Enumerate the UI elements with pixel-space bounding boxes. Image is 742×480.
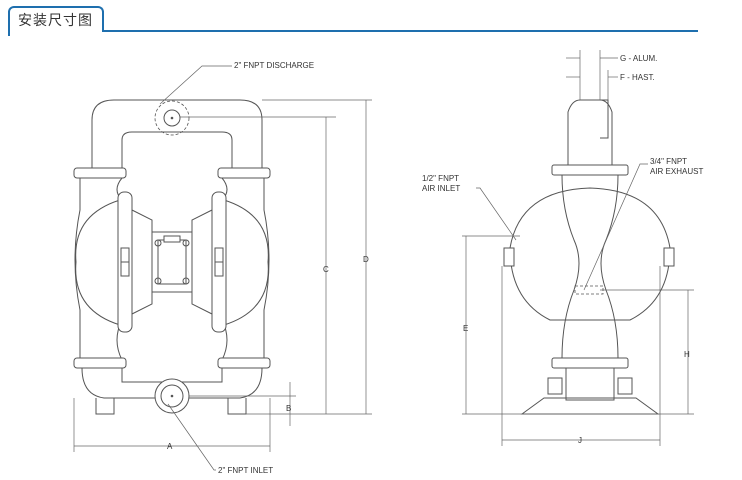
exhaust-port: [574, 285, 604, 295]
bolt: [182, 277, 190, 285]
air-valve-cap: [163, 235, 181, 243]
g-alum-label: G - ALUM.: [620, 54, 657, 63]
side-view: 1/2" FNPT AIR INLET 3/4" FNPT AIR EXHAUS…: [422, 50, 703, 446]
header-stub: [8, 30, 10, 36]
base-left-block: [547, 377, 563, 395]
right-diaphragm-housing: [223, 199, 269, 326]
clamp-lower-left: [73, 357, 127, 369]
base-right-block: [617, 377, 633, 395]
dimension-b-label: B: [286, 404, 291, 413]
ring-bolt-left: [503, 247, 515, 267]
header-rule: [104, 30, 698, 32]
air-exhaust-label-line2: AIR EXHAUST: [650, 167, 703, 176]
air-inlet-label-line1: 1/2" FNPT: [422, 174, 459, 183]
bolt-right: [214, 247, 224, 263]
bolt: [154, 239, 162, 247]
foot-right: [227, 398, 247, 415]
right-inner-cap: [191, 209, 213, 315]
inlet-port-inner: [160, 384, 184, 408]
f-hast-label: F - HAST.: [620, 73, 655, 82]
air-exhaust-leader: [583, 163, 648, 291]
inlet-elbow: [565, 368, 615, 401]
top-flange: [600, 99, 609, 139]
dimension-a-label: A: [167, 442, 173, 451]
air-exhaust-label-line1: 3/4" FNPT: [650, 157, 687, 166]
bolt-right: [214, 261, 224, 277]
ring-bolt-right: [663, 247, 675, 267]
discharge-leader: [159, 65, 232, 105]
bolt: [182, 239, 190, 247]
bolt-left: [120, 247, 130, 263]
dimension-h-label: H: [684, 350, 690, 359]
discharge-port-inner: [163, 109, 181, 127]
discharge-center: [170, 116, 174, 120]
bolt-left: [120, 261, 130, 277]
manifold-inner: [121, 131, 233, 170]
dimension-c-label: C: [323, 265, 329, 274]
body-right: [600, 174, 619, 359]
clamp-lower-right: [217, 357, 271, 369]
left-inner-cap: [131, 209, 153, 315]
discharge-port: [154, 100, 190, 136]
upper-clamp: [551, 164, 629, 176]
inlet-leader: [167, 403, 216, 471]
diaphragm-ring: [509, 187, 671, 321]
dimension-e-label: E: [463, 324, 468, 333]
inlet-label: 2" FNPT INLET: [218, 466, 273, 475]
lower-clamp: [551, 357, 629, 369]
discharge-label: 2" FNPT DISCHARGE: [234, 61, 314, 70]
discharge-manifold: [91, 99, 263, 170]
front-view: 2" FNPT DISCHARGE 2" FNPT INLET C D B A: [73, 61, 372, 475]
right-chamber-outer: [263, 178, 270, 360]
dimension-j-label: J: [578, 436, 582, 445]
foot-left: [95, 398, 115, 415]
left-diaphragm-housing: [75, 199, 121, 326]
clamp-upper-right: [217, 167, 271, 179]
page-title: 安装尺寸图: [18, 13, 93, 29]
air-inlet-leader: [476, 187, 517, 241]
left-chamber-outer: [74, 178, 81, 360]
inlet-center: [170, 394, 174, 398]
header-tab: [8, 6, 104, 32]
body-left: [561, 174, 580, 359]
bolt: [154, 277, 162, 285]
top-chamber: [567, 99, 613, 168]
air-inlet-label-line2: AIR INLET: [422, 184, 460, 193]
clamp-upper-left: [73, 167, 127, 179]
dimension-d-label: D: [363, 255, 369, 264]
